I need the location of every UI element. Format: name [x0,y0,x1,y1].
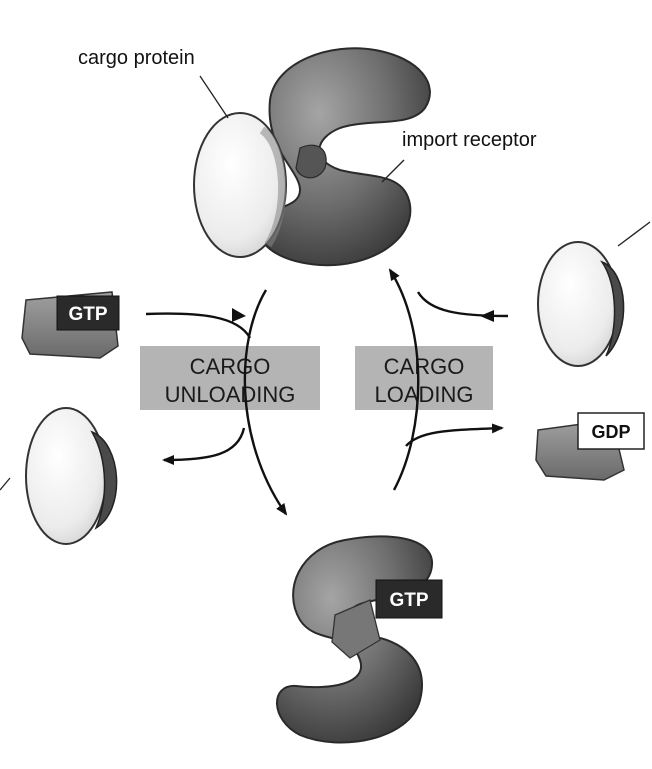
arrow-cargo-out [162,427,246,465]
label-cargo-protein: cargo protein [78,47,195,69]
arrow-left-cycle [243,289,288,516]
right-ran-gdp: GDP [535,412,645,481]
gdp-label: GDP [591,422,630,442]
bottom-complex: GTP [276,535,443,744]
leader-cargo-protein [199,75,229,119]
receptor-pocket [295,144,327,179]
arrow-cargo-in [416,291,509,318]
arrow-right-cycle [388,268,420,491]
leader-import-receptor [381,159,405,183]
right-free-cargo [537,221,651,367]
arrow-gtp-in [145,312,252,339]
gtp-label-bottom: GTP [389,590,428,611]
left-ran-gtp: GTP [21,291,120,359]
stage-unloading-line2: UNLOADING [165,382,296,407]
stage-loading-line1: CARGO [384,354,465,379]
arrow-gdp-out [405,423,504,447]
top-complex [193,47,431,267]
gdp-badge [577,412,645,450]
leader-right-cargo [617,221,651,247]
left-released-cargo [0,407,118,545]
stage-cargo-loading: CARGO LOADING [355,346,493,410]
stage-cargo-unloading: CARGO UNLOADING [140,346,320,410]
arrowhead-gtp-in [232,308,246,322]
arrowhead-cargo-in [480,310,494,322]
gtp-badge-left [56,295,120,331]
stage-loading-line2: LOADING [374,382,473,407]
import-receptor-top [258,47,431,267]
gtp-badge-bottom [375,579,443,619]
gtp-label-left: GTP [68,304,107,325]
label-import-receptor: import receptor [402,129,537,151]
stage-unloading-line1: CARGO [190,354,271,379]
